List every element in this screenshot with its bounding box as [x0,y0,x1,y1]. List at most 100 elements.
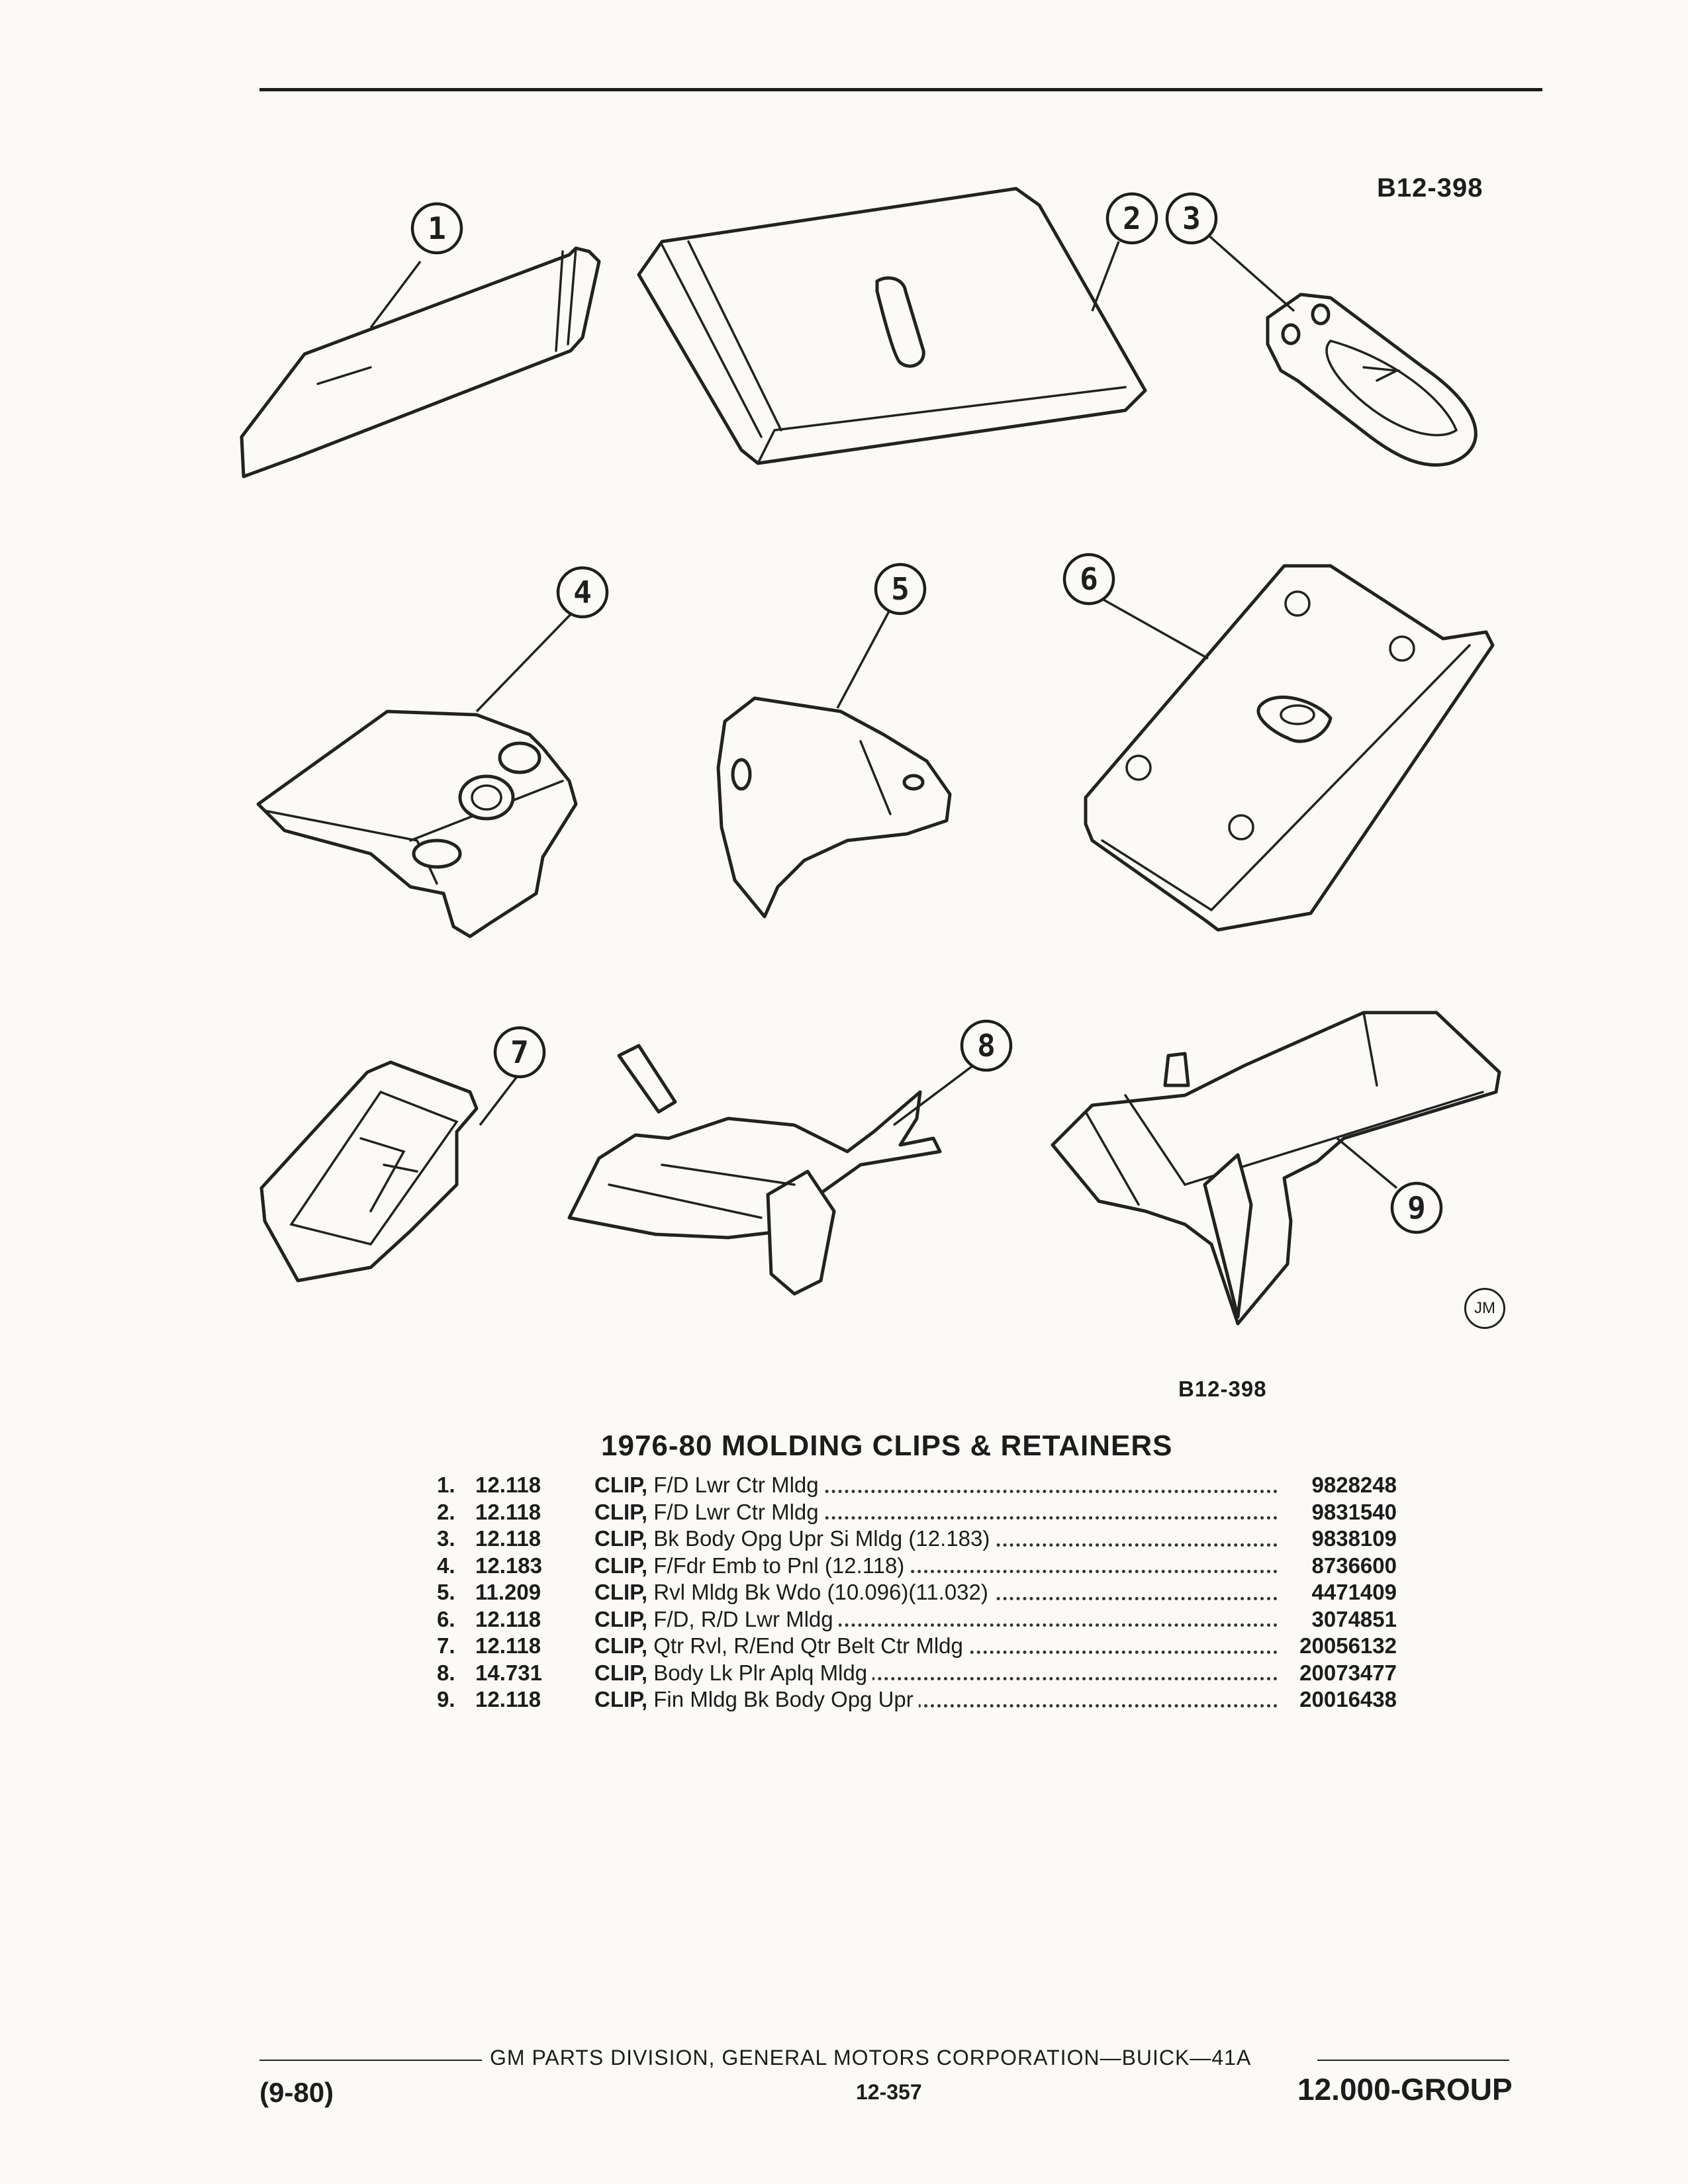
item-part-number: 4471409 [1311,1580,1397,1604]
item-description-text: CLIP, Rvl Mldg Bk Wdo (10.096)(11.032) [594,1580,994,1604]
item-description: CLIP, Fin Mldg Bk Body Opg Upr [594,1686,1278,1713]
parts-list-row: 5. 11.209 CLIP, Rvl Mldg Bk Wdo (10.096)(1… [437,1579,1397,1606]
leader-lines [369,234,1398,1189]
item-index: 3. [437,1526,455,1551]
footer-group: 12.000-GROUP [1297,2072,1513,2107]
callout-4: 4 [556,566,609,619]
item-name: CLIP, [594,1687,648,1711]
callout-7: 7 [493,1026,546,1079]
footer-rule-right [1317,2060,1509,2061]
callout-3: 3 [1165,192,1218,245]
footer-publisher: GM PARTS DIVISION, GENERAL MOTORS CORPOR… [490,2046,1252,2070]
item-description-text: CLIP, F/D, R/D Lwr Mldg [594,1606,839,1631]
parts-list-row: 3. 12.118 CLIP, Bk Body Opg Upr Si Mldg (1… [437,1525,1397,1553]
item-group-number: 14.731 [475,1660,542,1685]
item-group-number: 12.118 [475,1633,541,1658]
item-name: CLIP, [594,1660,648,1685]
dot-leader [594,1489,1278,1493]
callout-5: 5 [874,563,927,615]
callout-circle [1105,192,1158,245]
part-9-drawing [1051,1011,1501,1326]
callout-circle [1390,1181,1443,1234]
parts-list-row: 4. 12.183 CLIP, F/Fdr Emb to Pnl (12.118) 8… [437,1553,1397,1580]
item-description-text: CLIP, F/D Lwr Ctr Mldg [594,1473,824,1497]
section-title: 1976-80 MOLDING CLIPS & RETAINERS [601,1430,1173,1462]
item-name: CLIP, [594,1633,648,1658]
item-part-number: 20016438 [1299,1687,1397,1711]
dot-leader [594,1677,1278,1680]
part-4-drawing [256,709,578,938]
part-2-drawing [637,187,1147,465]
item-part-number: 9831540 [1311,1499,1397,1524]
part-5-drawing [716,696,952,919]
item-description-text: CLIP, Qtr Rvl, R/End Qtr Belt Ctr Mldg [594,1633,968,1658]
footer-rule-left [259,2060,482,2061]
callout-number: 4 [573,574,592,610]
callout-number: 7 [510,1034,529,1070]
callout-2: 2 [1105,192,1158,245]
callout-number: 5 [891,571,910,607]
callout-circle [1165,192,1218,245]
dot-leader [594,1623,1278,1627]
item-name: CLIP, [594,1499,648,1524]
footer-date: (9-80) [259,2077,334,2108]
item-description-text: CLIP, F/D Lwr Ctr Mldg [594,1499,824,1524]
callout-number: 1 [428,210,446,246]
item-group-number: 12.118 [475,1473,541,1497]
callout-circle [874,563,927,615]
item-index: 2. [437,1499,455,1524]
footer-page-number: 12-357 [856,2080,922,2104]
callout-number: 6 [1080,561,1098,597]
item-part-number: 3074851 [1311,1606,1397,1631]
item-part-number: 8736600 [1311,1553,1397,1578]
item-name: CLIP, [594,1553,648,1578]
item-description-text: CLIP, F/Fdr Emb to Pnl (12.118) [594,1553,910,1578]
dot-leader [594,1516,1278,1520]
item-description: CLIP, Rvl Mldg Bk Wdo (10.096)(11.032) [594,1579,1278,1606]
item-index: 4. [437,1553,455,1578]
item-description-text: CLIP, Fin Mldg Bk Body Opg Upr [594,1687,919,1711]
item-group-number: 12.118 [475,1526,541,1551]
item-description: CLIP, Qtr Rvl, R/End Qtr Belt Ctr Mldg [594,1633,1278,1660]
item-name: CLIP, [594,1606,648,1631]
callout-number: 8 [977,1028,996,1064]
item-index: 5. [437,1580,455,1604]
item-group-number: 11.209 [475,1580,541,1604]
item-description: CLIP, F/D Lwr Ctr Mldg [594,1472,1278,1499]
item-part-number: 20073477 [1299,1660,1397,1685]
item-description-text: CLIP, Body Lk Plr Aplq Mldg [594,1660,873,1685]
callout-circle [410,202,463,255]
callout-circle [556,566,609,619]
item-part-number: 9838109 [1311,1526,1397,1551]
dot-leader [594,1570,1278,1573]
part-7-drawing [259,1060,479,1283]
item-name: CLIP, [594,1526,648,1551]
callout-9: 9 [1390,1181,1443,1234]
item-description-text: CLIP, Bk Body Opg Upr Si Mldg (12.183) [594,1526,996,1551]
item-group-number: 12.183 [475,1553,542,1578]
callout-number: 3 [1182,201,1201,236]
item-index: 1. [437,1473,455,1497]
item-description: CLIP, Body Lk Plr Aplq Mldg [594,1660,1278,1687]
item-description: CLIP, F/D, R/D Lwr Mldg [594,1606,1278,1633]
part-8-drawing [567,1044,942,1296]
callout-1: 1 [410,202,463,255]
callout-8: 8 [960,1019,1013,1072]
item-name: CLIP, [594,1580,648,1604]
callout-circle [493,1026,546,1079]
callout-number: 9 [1407,1190,1426,1226]
illustration-ref-bottom: B12-398 [1178,1377,1267,1401]
item-description: CLIP, F/Fdr Emb to Pnl (12.118) [594,1553,1278,1580]
item-description: CLIP, Bk Body Opg Upr Si Mldg (12.183) [594,1525,1278,1553]
item-description: CLIP, F/D Lwr Ctr Mldg [594,1499,1278,1526]
item-index: 9. [437,1687,455,1711]
